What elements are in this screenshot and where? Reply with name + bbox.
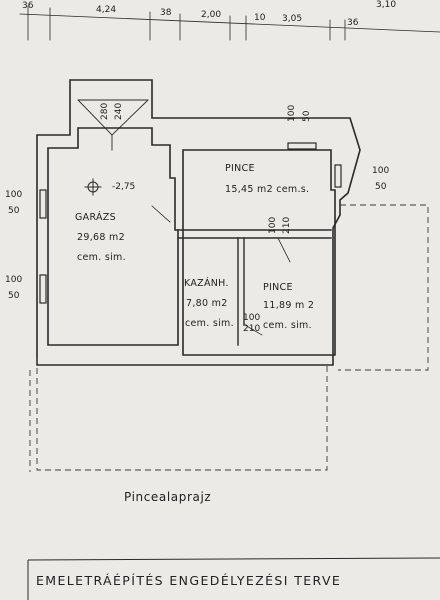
room-garage-area: 29,68 m2 [77, 232, 125, 243]
window-left-2-width: 100 [5, 275, 23, 285]
top-dim-6: 36 [347, 18, 359, 28]
window-left-2-height: 50 [8, 291, 20, 301]
dashed-right-outline [338, 204, 429, 371]
title-block-text: EMELETRÁÉPÍTÉS ENGEDÉLYEZÉSI TERVE [36, 573, 342, 588]
room-kazanh-name: KAZÁNH. [184, 278, 229, 289]
partition-walls [177, 229, 332, 346]
garage-door-swing [77, 99, 149, 151]
window-right-height: 50 [375, 182, 387, 192]
title-block-line [27, 557, 440, 561]
top-dim-1: 4,24 [96, 5, 117, 15]
window-top-height: 50 [302, 110, 312, 122]
top-dim-4: 10 [254, 13, 266, 23]
room-garage-floor: cem. sim. [77, 252, 126, 263]
dashed-lower-outline [36, 358, 328, 471]
level-mark: -2,75 [112, 182, 136, 192]
room-pince-bottom-floor: cem. sim. [263, 320, 312, 331]
door-small-width: 100 [243, 313, 261, 323]
door-inner-height: 210 [282, 216, 292, 234]
level-marker [84, 178, 102, 196]
room-pince-top-area: 15,45 m2 cem.s. [225, 184, 310, 195]
garage-door-height: 240 [114, 102, 124, 120]
top-dim-2: 38 [160, 8, 172, 18]
room-pince-bottom-area: 11,89 m 2 [263, 300, 315, 311]
door-swings [151, 205, 291, 336]
room-kazanh-floor: cem. sim. [185, 318, 234, 329]
window-top-width: 100 [287, 104, 297, 122]
top-dim-3: 2,00 [201, 10, 222, 20]
drawing-caption: Pincealaprajz [124, 490, 212, 504]
room-garage-name: GARÁZS [75, 212, 116, 223]
window-right-width: 100 [372, 166, 390, 176]
room-pince-top-name: PINCE [225, 163, 255, 174]
window-left-1-width: 100 [5, 190, 23, 200]
door-small-height: 210 [243, 324, 261, 334]
window-left-1-height: 50 [8, 206, 20, 216]
top-dimension-line [19, 5, 440, 41]
top-dim-5: 3,05 [282, 14, 303, 24]
room-kazanh-area: 7,80 m2 [186, 298, 228, 309]
garage-door-width: 280 [100, 102, 110, 120]
top-dim-7: 3,10 [376, 0, 397, 10]
door-inner-width: 100 [268, 216, 278, 234]
top-dim-0: 36 [22, 1, 34, 11]
room-pince-bottom-name: PINCE [263, 282, 293, 293]
windows [39, 142, 342, 304]
